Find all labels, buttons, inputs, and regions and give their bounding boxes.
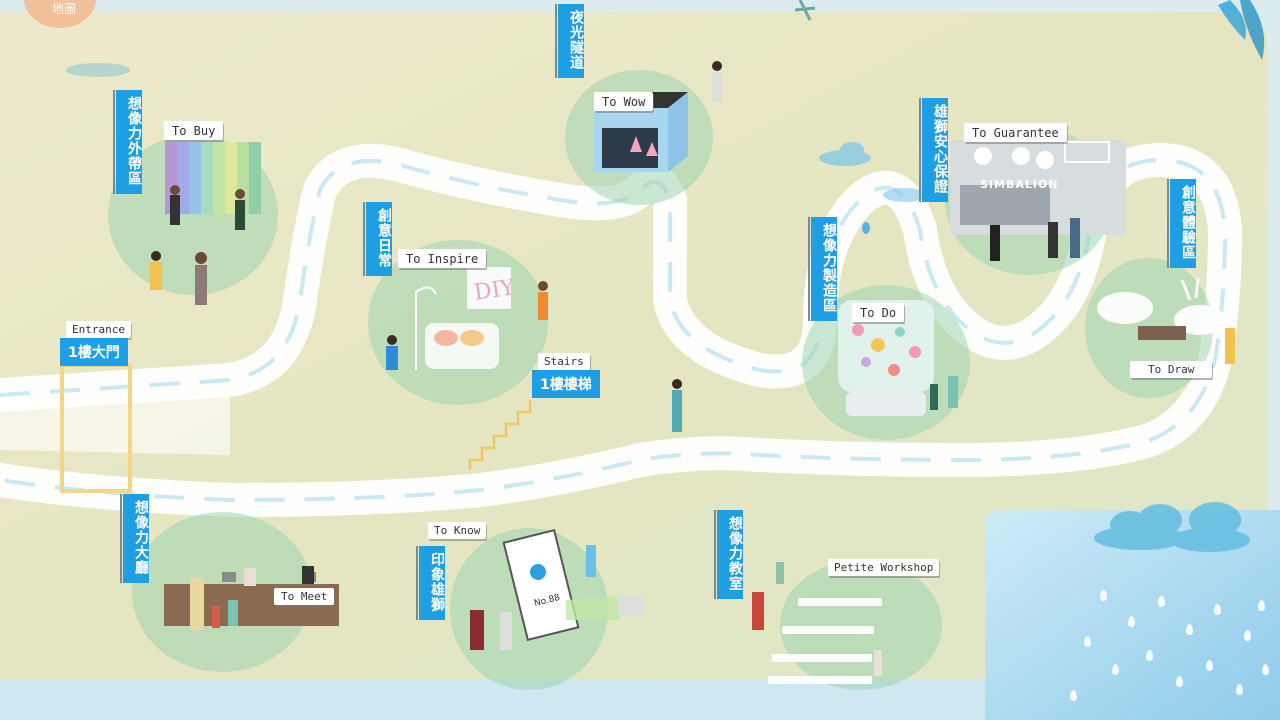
rain-drop-icon xyxy=(1214,604,1221,615)
rain-drop-icon xyxy=(1070,690,1077,701)
rain-drop-icon xyxy=(1176,676,1183,687)
banner-creative-daily[interactable]: 創意日常 xyxy=(363,202,392,276)
banner-creative-experience[interactable]: 創意體驗區 xyxy=(1167,179,1196,268)
zone-petite-workshop[interactable] xyxy=(780,560,942,690)
rain-drop-icon xyxy=(1128,616,1135,627)
to-buy-button[interactable]: To Buy xyxy=(164,121,224,140)
rain-drop-icon xyxy=(1112,664,1119,675)
to-know-button[interactable]: To Know xyxy=(428,522,487,539)
entrance-label[interactable]: Entrance xyxy=(66,321,131,338)
rain-drop-icon xyxy=(1146,650,1153,661)
projector-icon xyxy=(618,596,644,616)
stairs-label[interactable]: Stairs xyxy=(538,353,590,370)
to-inspire-button[interactable]: To Inspire xyxy=(398,249,487,268)
to-wow-box-illustration xyxy=(594,92,688,172)
petite-workshop-button[interactable]: Petite Workshop xyxy=(828,559,940,576)
rain-drop-icon xyxy=(1158,596,1165,607)
to-wow-button[interactable]: To Wow xyxy=(594,92,654,111)
banner-imagination-classroom[interactable]: 想像力教室 xyxy=(714,510,743,599)
visitors-illustration xyxy=(150,61,1235,676)
to-do-jar-illustration xyxy=(838,300,934,416)
banner-night-tunnel[interactable]: 夜光隧道 xyxy=(555,4,584,78)
banner-impression-lion[interactable]: 印象雄獅 xyxy=(416,546,445,620)
banner-security[interactable]: 雄獅安心保證 xyxy=(919,98,948,202)
cloud-icon xyxy=(1094,502,1250,552)
banner-main-gate[interactable]: 1樓大門 xyxy=(60,338,128,366)
to-know-film-illustration xyxy=(502,528,644,642)
to-draw-animals-illustration xyxy=(1097,277,1226,340)
banner-outer-store[interactable]: 想像力外帶區 xyxy=(113,90,142,194)
to-guarantee-button[interactable]: To Guarantee xyxy=(964,123,1067,142)
to-inspire-living-room-illustration xyxy=(415,267,511,370)
rain-drop-icon xyxy=(1258,600,1265,611)
cloud-icon xyxy=(819,142,871,166)
rain-drop-icon xyxy=(1236,684,1243,695)
to-draw-button[interactable]: To Draw xyxy=(1130,361,1213,378)
simbalion-store-sign: SIMBALION xyxy=(980,178,1059,191)
rain-drop-icon xyxy=(1244,630,1251,641)
rain-drop-icon xyxy=(1084,636,1091,647)
rain-drop-icon xyxy=(1100,590,1107,601)
rain-drop-icon xyxy=(1186,624,1193,635)
banner-stairs-1f[interactable]: 1樓樓梯 xyxy=(532,370,600,398)
to-guarantee-store-illustration xyxy=(950,140,1126,235)
petite-workshop-tables-illustration xyxy=(768,598,882,684)
map-corner-badge-label: 地圖 xyxy=(52,2,77,16)
rain-drop-icon xyxy=(1206,660,1213,671)
to-do-button[interactable]: To Do xyxy=(852,303,905,322)
banner-imagination-hall[interactable]: 想像力大廳 xyxy=(120,494,149,583)
to-meet-button[interactable]: To Meet xyxy=(274,588,335,605)
stairs-graphic xyxy=(468,400,532,470)
rain-drop-icon xyxy=(1262,664,1269,675)
rain-drop-icon xyxy=(862,222,870,234)
cloud-icon xyxy=(883,188,927,202)
banner-imagination-factory[interactable]: 想像力製造區 xyxy=(808,217,837,321)
